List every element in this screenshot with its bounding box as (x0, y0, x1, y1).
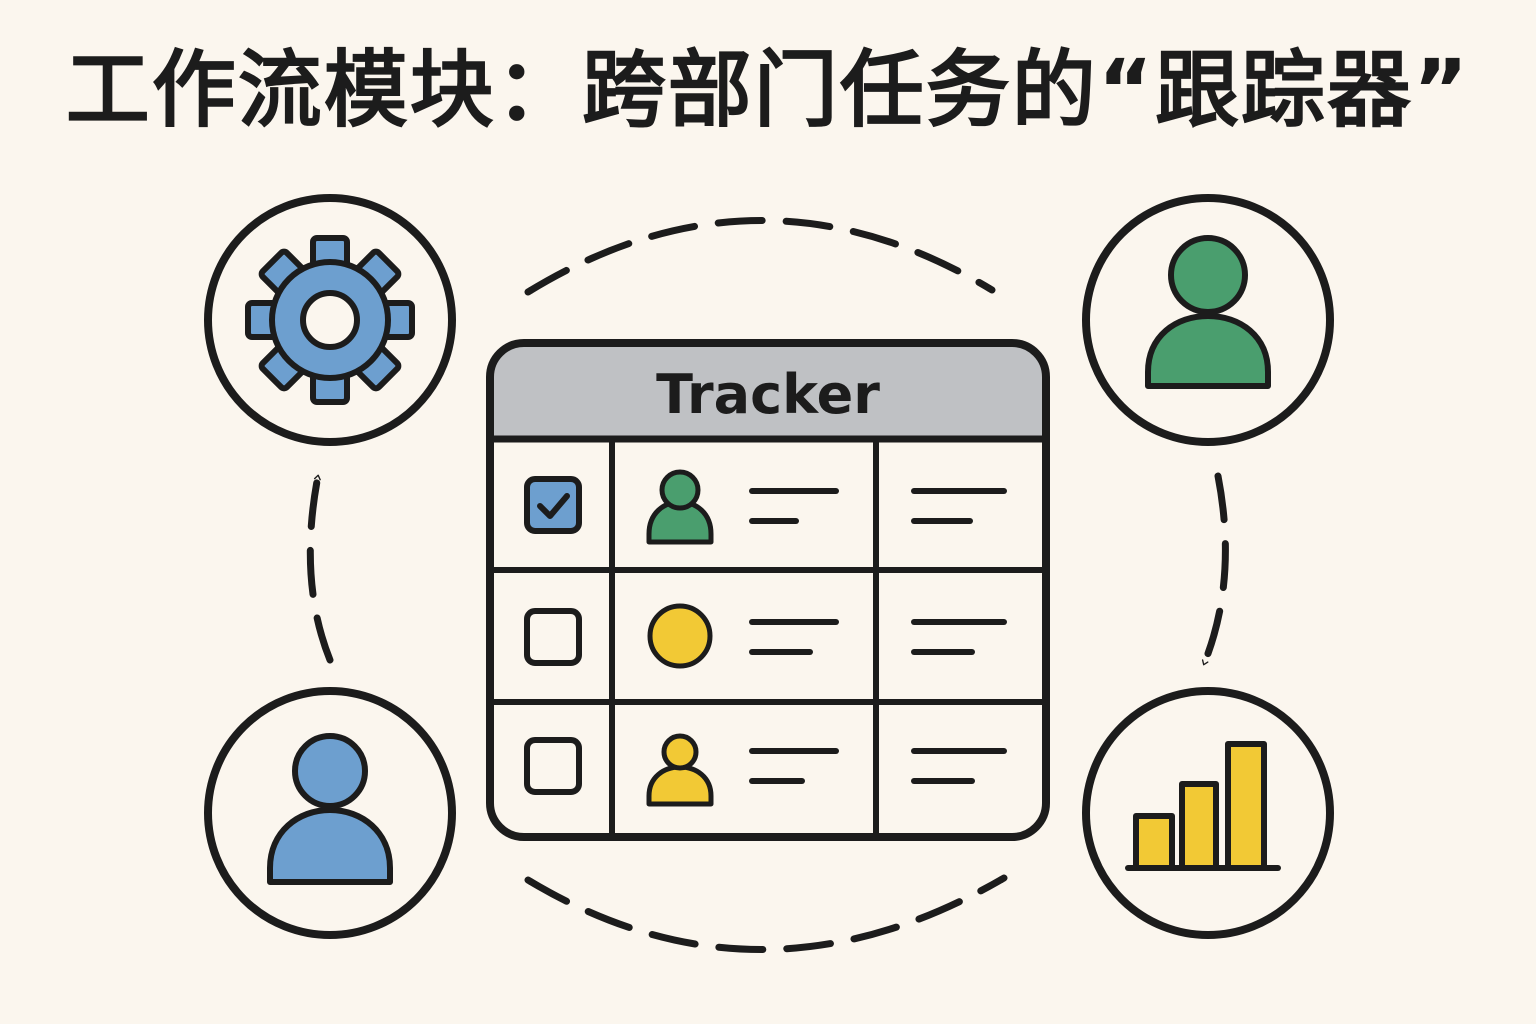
checkbox-checked[interactable] (524, 476, 582, 534)
checkbox-unchecked[interactable] (524, 737, 582, 795)
person-icon (646, 733, 714, 807)
table-row[interactable] (524, 469, 1007, 545)
page-title: 工作流模块：跨部门任务的“跟踪器” (65, 41, 1471, 139)
gear-icon (245, 235, 415, 405)
checkbox-unchecked[interactable] (524, 608, 582, 666)
text-placeholder-lines (749, 619, 1007, 655)
node-team-a[interactable] (1082, 194, 1334, 446)
flow-arrows (306, 217, 1229, 953)
dot-icon (647, 603, 713, 669)
check-icon (537, 493, 570, 519)
table-row[interactable] (524, 733, 1007, 807)
tracker-header-label: Tracker (656, 363, 880, 426)
node-settings[interactable] (204, 194, 456, 446)
text-placeholder-lines (749, 488, 1007, 524)
arrow-right (1200, 472, 1229, 668)
table-row[interactable] (524, 603, 1007, 669)
tracker-table[interactable]: Tracker (486, 339, 1050, 841)
arrow-left (306, 472, 334, 664)
node-reports[interactable] (1082, 687, 1334, 939)
arrow-top (524, 217, 996, 296)
text-placeholder-lines (749, 748, 1007, 784)
bar-chart-icon (1125, 741, 1281, 871)
person-icon (1145, 235, 1271, 389)
arrow-bottom (524, 874, 1008, 953)
tracker-header (490, 343, 1046, 439)
node-team-b[interactable] (204, 687, 456, 939)
person-icon (646, 469, 714, 545)
person-icon (267, 733, 393, 885)
